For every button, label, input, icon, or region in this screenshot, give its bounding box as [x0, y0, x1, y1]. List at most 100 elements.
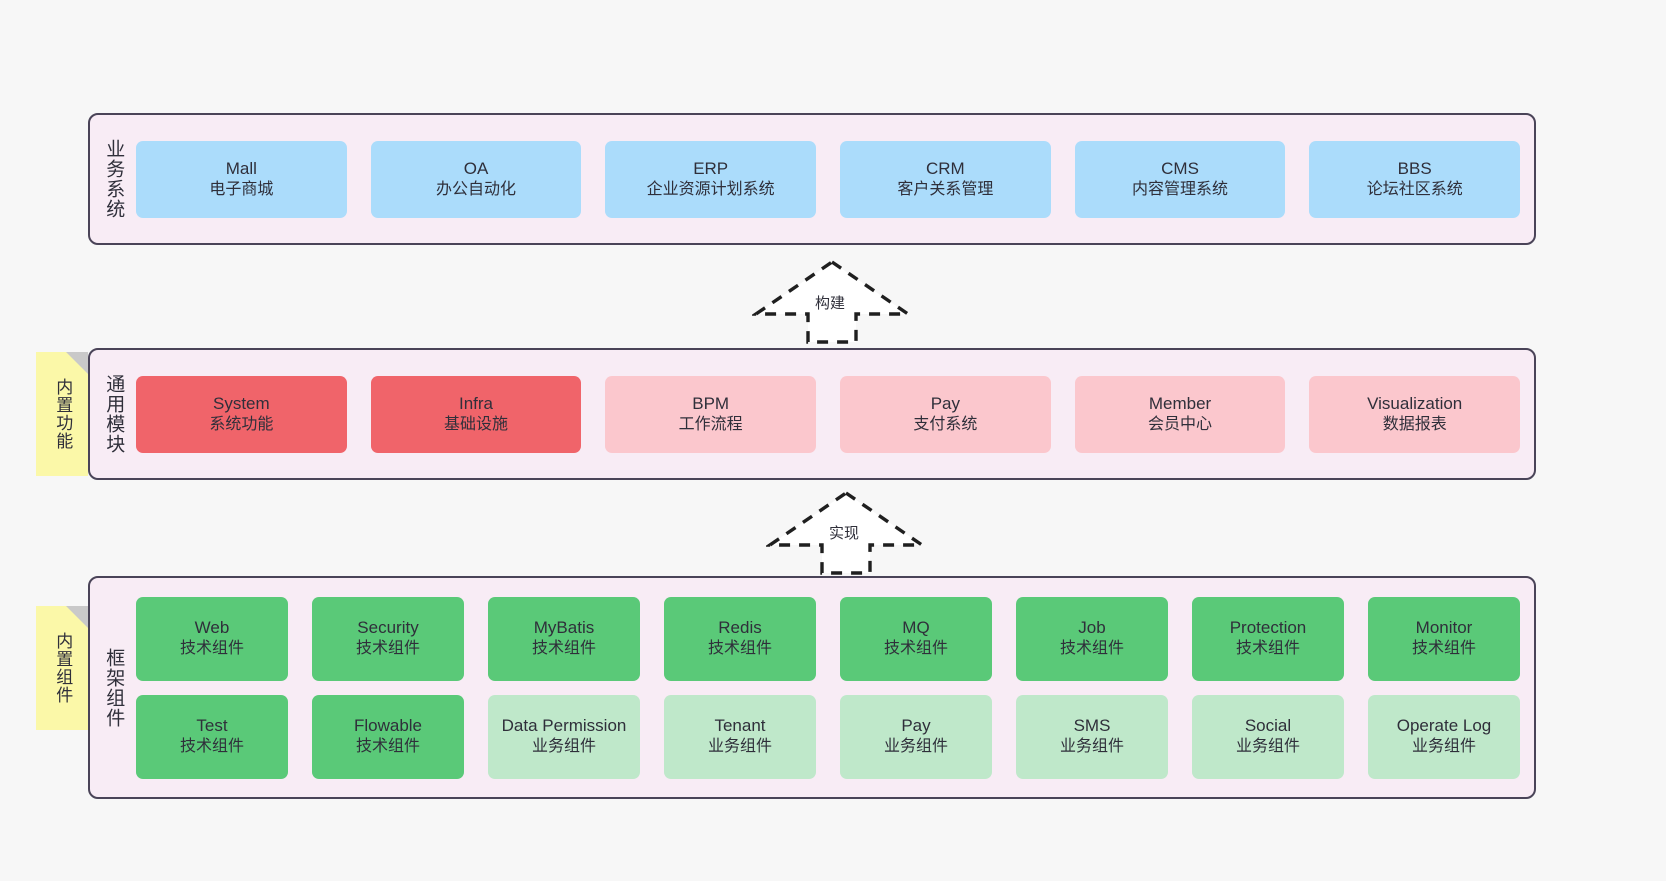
card-flowable[interactable]: Flowable 技术组件 [312, 694, 464, 779]
card-bbs[interactable]: BBS 论坛社区系统 [1309, 140, 1521, 218]
card-title-cn: 工作流程 [678, 415, 743, 433]
card-title-cn: 基础设施 [444, 415, 509, 433]
card-sms[interactable]: SMS 业务组件 [1016, 694, 1168, 779]
card-web[interactable]: Web 技术组件 [136, 596, 288, 681]
card-title-cn: 业务组件 [1411, 738, 1476, 756]
sticky-fold-corner-icon [66, 352, 88, 374]
card-social[interactable]: Social 业务组件 [1192, 694, 1344, 779]
card-system[interactable]: System 系统功能 [136, 375, 347, 453]
card-title-en: Infra [458, 393, 494, 413]
card-title-cn: 技术组件 [355, 640, 420, 658]
sticky-fold-corner-icon [66, 606, 88, 628]
card-title-en: Web [194, 618, 230, 638]
card-title-cn: 办公自动化 [436, 180, 517, 198]
card-crm[interactable]: CRM 客户关系管理 [840, 140, 1051, 218]
card-title-cn: 技术组件 [179, 738, 244, 756]
card-title-en: Operate Log [1396, 716, 1492, 736]
card-test[interactable]: Test 技术组件 [136, 694, 288, 779]
card-title-cn: 技术组件 [1059, 640, 1124, 658]
card-title-en: Visualization [1367, 393, 1463, 413]
card-title-cn: 技术组件 [707, 640, 772, 658]
card-title-cn: 业务组件 [1059, 738, 1124, 756]
card-title-cn: 业务组件 [883, 738, 948, 756]
sticky-note-builtin-component: 内置组件 [36, 606, 88, 730]
card-title-en: Data Permission [501, 716, 627, 736]
sticky-note-label: 内置组件 [53, 632, 73, 704]
card-title-en: Monitor [1415, 618, 1473, 638]
layer-body-business-system: Mall 电子商城 OA 办公自动化 ERP 企业资源计划系统 CRM 客户关系… [136, 115, 1534, 243]
layer-framework-component: 框架组件 Web 技术组件 Security 技术组件 MyBatis 技术组件… [88, 576, 1536, 799]
card-title-cn: 企业资源计划系统 [646, 180, 775, 198]
card-title-cn: 会员中心 [1148, 415, 1213, 433]
card-title-en: ERP [693, 158, 729, 178]
card-title-cn: 技术组件 [531, 640, 596, 658]
card-title-cn: 电子商城 [209, 180, 274, 198]
layer-body-framework-component: Web 技术组件 Security 技术组件 MyBatis 技术组件 Redi… [136, 578, 1534, 797]
card-title-cn: 技术组件 [179, 640, 244, 658]
card-title-en: Pay [901, 716, 931, 736]
card-title-en: Flowable [353, 716, 423, 736]
card-title-cn: 技术组件 [355, 738, 420, 756]
card-title-en: Member [1148, 393, 1212, 413]
card-title-en: Test [196, 716, 228, 736]
card-row: Web 技术组件 Security 技术组件 MyBatis 技术组件 Redi… [136, 596, 1520, 681]
layer-title-common-module: 通用模块 [103, 374, 125, 454]
card-title-en: CMS [1161, 158, 1199, 178]
card-cms[interactable]: CMS 内容管理系统 [1074, 140, 1286, 218]
card-protection[interactable]: Protection 技术组件 [1192, 596, 1344, 681]
card-data-permission[interactable]: Data Permission 业务组件 [488, 694, 640, 779]
card-title-cn: 系统功能 [209, 415, 274, 433]
card-member[interactable]: Member 会员中心 [1074, 375, 1286, 453]
card-title-en: Social [1244, 716, 1292, 736]
card-erp[interactable]: ERP 企业资源计划系统 [605, 140, 817, 218]
card-pay-business[interactable]: Pay 业务组件 [840, 694, 992, 779]
card-security[interactable]: Security 技术组件 [312, 596, 464, 681]
card-title-en: MyBatis [533, 618, 595, 638]
card-visualization[interactable]: Visualization 数据报表 [1309, 375, 1521, 453]
card-title-en: SMS [1073, 716, 1111, 736]
sticky-note-builtin-function: 内置功能 [36, 352, 88, 476]
card-job[interactable]: Job 技术组件 [1016, 596, 1168, 681]
card-oa[interactable]: OA 办公自动化 [370, 140, 582, 218]
card-title-en: Protection [1229, 618, 1307, 638]
card-row: Test 技术组件 Flowable 技术组件 Data Permission … [136, 694, 1520, 779]
sticky-note-label: 内置功能 [53, 378, 73, 450]
card-title-cn: 技术组件 [1235, 640, 1300, 658]
card-title-en: BBS [1397, 158, 1432, 178]
card-title-cn: 业务组件 [707, 738, 772, 756]
layer-common-module: 通用模块 System 系统功能 Infra 基础设施 BPM 工作流程 Pay… [88, 348, 1536, 480]
card-title-cn: 论坛社区系统 [1366, 180, 1463, 198]
card-title-en: OA [463, 158, 489, 178]
layer-title-business-system: 业务系统 [103, 139, 125, 219]
card-title-en: Redis [718, 618, 762, 638]
card-mybatis[interactable]: MyBatis 技术组件 [488, 596, 640, 681]
card-row: Mall 电子商城 OA 办公自动化 ERP 企业资源计划系统 CRM 客户关系… [136, 140, 1521, 218]
card-title-en: CRM [925, 158, 965, 178]
card-title-en: Pay [930, 393, 960, 413]
card-title-en: MQ [902, 618, 930, 638]
card-tenant[interactable]: Tenant 业务组件 [664, 694, 816, 779]
card-title-en: Security [357, 618, 419, 638]
card-bpm[interactable]: BPM 工作流程 [605, 375, 817, 453]
layer-body-common-module: System 系统功能 Infra 基础设施 BPM 工作流程 Pay 支付系统… [136, 350, 1534, 478]
card-mall[interactable]: Mall 电子商城 [136, 140, 347, 218]
card-pay[interactable]: Pay 支付系统 [840, 375, 1051, 453]
card-row: System 系统功能 Infra 基础设施 BPM 工作流程 Pay 支付系统… [136, 375, 1521, 453]
card-title-en: Job [1078, 618, 1106, 638]
card-title-en: Tenant [714, 716, 766, 736]
card-mq[interactable]: MQ 技术组件 [840, 596, 992, 681]
card-title-cn: 技术组件 [883, 640, 948, 658]
card-title-cn: 业务组件 [1235, 738, 1300, 756]
card-title-cn: 客户关系管理 [897, 180, 994, 198]
connector-build-label: 构建 [815, 295, 846, 312]
card-title-en: Mall [225, 158, 257, 178]
card-title-cn: 技术组件 [1411, 640, 1476, 658]
card-title-cn: 支付系统 [913, 415, 978, 433]
card-title-cn: 业务组件 [531, 738, 596, 756]
card-infra[interactable]: Infra 基础设施 [370, 375, 582, 453]
card-redis[interactable]: Redis 技术组件 [664, 596, 816, 681]
card-operate-log[interactable]: Operate Log 业务组件 [1368, 694, 1520, 779]
card-monitor[interactable]: Monitor 技术组件 [1368, 596, 1520, 681]
layer-title-framework-component: 框架组件 [103, 647, 125, 728]
